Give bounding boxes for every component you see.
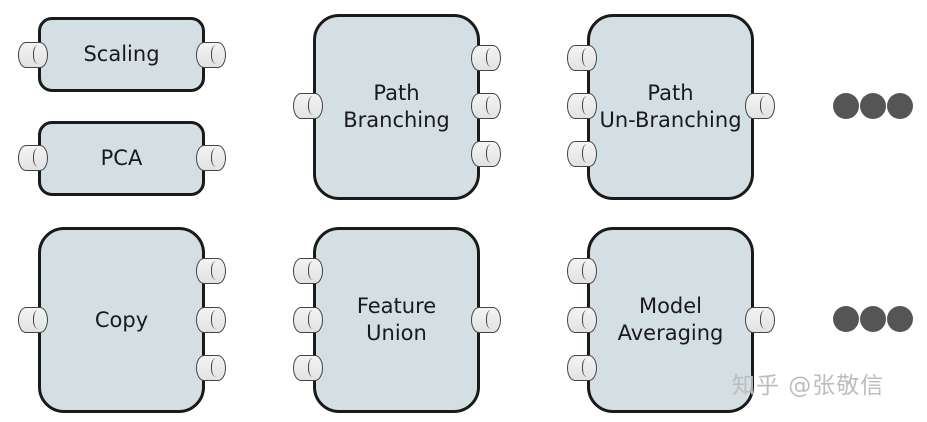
output-port-icon [196, 258, 226, 284]
node-scaling: Scaling [38, 17, 205, 92]
input-port-icon [293, 355, 323, 381]
watermark: 知乎 @张敬信 [732, 373, 885, 399]
output-port-icon [196, 145, 226, 171]
dot [887, 306, 913, 332]
input-port-icon [293, 258, 323, 284]
node-label: Copy [94, 307, 149, 332]
node-label: Model Averaging [617, 294, 724, 345]
dot [833, 306, 859, 332]
input-port-icon [18, 145, 48, 171]
input-port-icon [567, 258, 597, 284]
output-port-icon [196, 42, 226, 68]
input-port-icon [567, 45, 597, 71]
input-port-icon [18, 42, 48, 68]
node-path-unbranching: Path Un-Branching [587, 14, 754, 200]
dot [860, 306, 886, 332]
input-port-icon [567, 307, 597, 333]
dot [887, 93, 913, 119]
input-port-icon [567, 93, 597, 119]
dot [833, 93, 859, 119]
node-pca: PCA [38, 121, 205, 196]
node-label: Path Un-Branching [599, 81, 742, 132]
input-port-icon [567, 355, 597, 381]
node-label: PCA [100, 146, 143, 170]
input-port-icon [567, 141, 597, 167]
input-port-icon [293, 307, 323, 333]
output-port-icon [471, 141, 501, 167]
input-port-icon [18, 307, 48, 333]
output-port-icon [471, 45, 501, 71]
node-label: Scaling [83, 42, 160, 66]
node-path-branching: Path Branching [313, 14, 480, 200]
output-port-icon [745, 307, 775, 333]
output-port-icon [745, 93, 775, 119]
output-port-icon [471, 307, 501, 333]
node-model-averaging: Model Averaging [587, 227, 754, 413]
output-port-icon [196, 355, 226, 381]
output-port-icon [196, 307, 226, 333]
node-label: Path Branching [343, 81, 450, 132]
output-port-icon [471, 93, 501, 119]
node-label: Feature Union [356, 294, 437, 345]
node-copy: Copy [38, 227, 205, 413]
node-feature-union: Feature Union [313, 227, 480, 413]
dot [860, 93, 886, 119]
input-port-icon [293, 93, 323, 119]
